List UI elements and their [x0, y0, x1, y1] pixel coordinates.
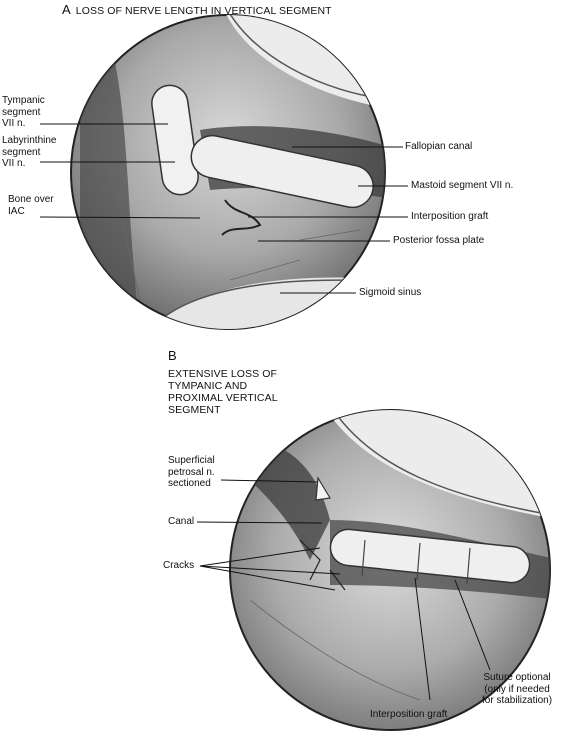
label-cracks: Cracks — [163, 560, 195, 571]
label-interposition-graft-a: Interposition graft — [411, 211, 489, 222]
label-tympanic-segment: Tympanic segment VII n. — [2, 95, 45, 129]
panel-a-leader-lines — [39, 123, 408, 294]
label-sigmoid-sinus: Sigmoid sinus — [359, 287, 422, 298]
label-mastoid-segment: Mastoid segment VII n. — [411, 180, 514, 191]
label-labyrinthine-segment: Labyrinthine segment VII n. — [2, 135, 57, 169]
label-superficial-petrosal: Superficial petrosal n. sectioned — [168, 455, 215, 489]
panel-a-letter: A — [62, 2, 71, 17]
label-canal: Canal — [168, 516, 195, 527]
panel-b-letter-text: B — [168, 348, 177, 363]
panel-b-field — [229, 409, 551, 731]
label-interposition-graft-b: Interposition graft — [370, 709, 448, 720]
panel-b-title: EXTENSIVE LOSS OF TYMPANIC AND PROXIMAL … — [168, 368, 278, 416]
panel-a-field — [70, 14, 386, 330]
label-suture-optional: Suture optional (only if needed for stab… — [482, 672, 553, 706]
label-posterior-fossa-plate: Posterior fossa plate — [393, 235, 485, 246]
label-fallopian-canal: Fallopian canal — [405, 141, 473, 152]
label-bone-over-iac: Bone over IAC — [8, 194, 54, 217]
panel-a-heading: A LOSS OF NERVE LENGTH IN VERTICAL SEGMEN… — [62, 2, 332, 18]
panel-b-leader-lines — [196, 479, 491, 701]
panel-b-letter: B — [168, 348, 182, 364]
panel-a-title: LOSS OF NERVE LENGTH IN VERTICAL SEGMENT — [75, 5, 332, 17]
